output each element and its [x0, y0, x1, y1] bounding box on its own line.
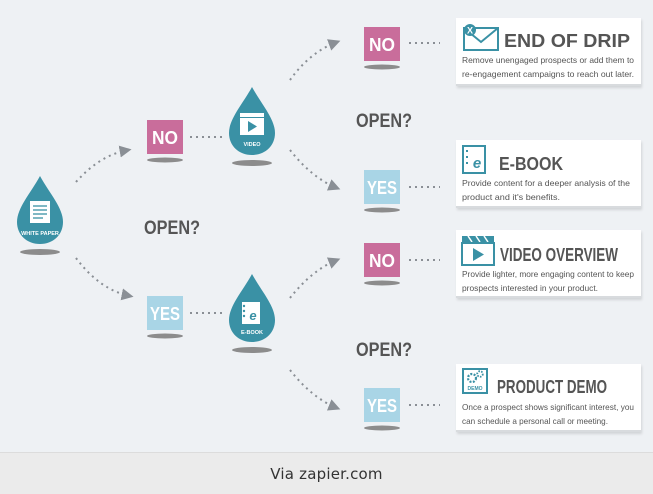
yes-label: YES [367, 396, 397, 416]
outcome-desc-end-of-drip-line2: re-engagement campaigns to reach out lat… [462, 69, 634, 79]
video-label: VIDEO [243, 142, 261, 148]
arrow-video-to-no [289, 39, 341, 81]
video-icon [240, 113, 264, 135]
outcome-desc-demo-line1: Once a prospect shows significant intere… [462, 402, 634, 412]
answer-no-video: NO [364, 27, 400, 70]
svg-text:X: X [467, 26, 473, 36]
outcome-title-video-overview: VIDEO OVERVIEW [500, 245, 618, 265]
outcome-desc-video-line1: Provide lighter, more engaging content t… [462, 269, 634, 279]
open-question-video: OPEN? [356, 111, 412, 132]
arrow-whitepaper-to-yes [75, 257, 134, 301]
no-label: NO [369, 35, 395, 55]
outcome-title-end-of-drip: END OF DRIP [504, 31, 630, 51]
ebook-icon: e [462, 145, 486, 174]
answer-no-level1: NO [147, 120, 183, 163]
outcome-title-ebook: E-BOOK [499, 154, 563, 174]
outcome-desc-demo-line2: can schedule a personal call or meeting. [462, 416, 608, 426]
arrow-ebook-to-no [289, 257, 341, 299]
no-label: NO [152, 128, 178, 148]
answer-yes-ebook: YES [364, 388, 400, 431]
outcome-desc-ebook-line1: Provide content for a deeper analysis of… [462, 178, 630, 188]
source-caption: Via zapier.com [270, 464, 383, 483]
demo-gear-icon: DEMO [462, 368, 488, 394]
open-question-main: OPEN? [144, 218, 200, 239]
ebook-label: E-BOOK [241, 330, 263, 336]
ebook-icon: e [242, 302, 260, 324]
white-paper-label: WHITE PAPER [21, 231, 59, 237]
answer-no-ebook: NO [364, 243, 400, 286]
outcome-card-ebook [456, 140, 641, 208]
video-node: VIDEO [229, 87, 275, 166]
outcome-desc-end-of-drip-line1: Remove unengaged prospects or add them t… [462, 55, 634, 65]
drip-campaign-diagram: WHITE PAPER OPEN? NO YES [0, 0, 653, 452]
document-icon [30, 201, 50, 223]
connectors [75, 39, 440, 411]
flowchart: WHITE PAPER OPEN? NO YES [17, 18, 641, 432]
demo-icon-label: DEMO [468, 386, 483, 392]
outcome-desc-ebook-line2: product and it's benefits. [462, 192, 560, 202]
answer-yes-level1: YES [147, 296, 183, 339]
no-label: NO [369, 251, 395, 271]
arrow-video-to-yes [289, 149, 341, 191]
yes-label: YES [367, 178, 397, 198]
answer-yes-video: YES [364, 170, 400, 213]
arrow-whitepaper-to-no [75, 145, 132, 183]
envelope-x-icon: X [463, 24, 499, 51]
svg-text:e: e [249, 308, 256, 323]
ebook-node: e E-BOOK [229, 274, 275, 353]
open-question-ebook: OPEN? [356, 340, 412, 361]
yes-label: YES [150, 304, 180, 324]
outcome-title-product-demo: PRODUCT DEMO [497, 377, 607, 397]
video-icon [461, 235, 495, 266]
svg-text:e: e [473, 155, 481, 172]
outcome-desc-video-line2: prospects interested in your product. [462, 283, 598, 293]
arrow-ebook-to-yes [289, 369, 341, 411]
white-paper-node: WHITE PAPER [17, 176, 63, 255]
caption-bar: Via zapier.com [0, 452, 653, 494]
